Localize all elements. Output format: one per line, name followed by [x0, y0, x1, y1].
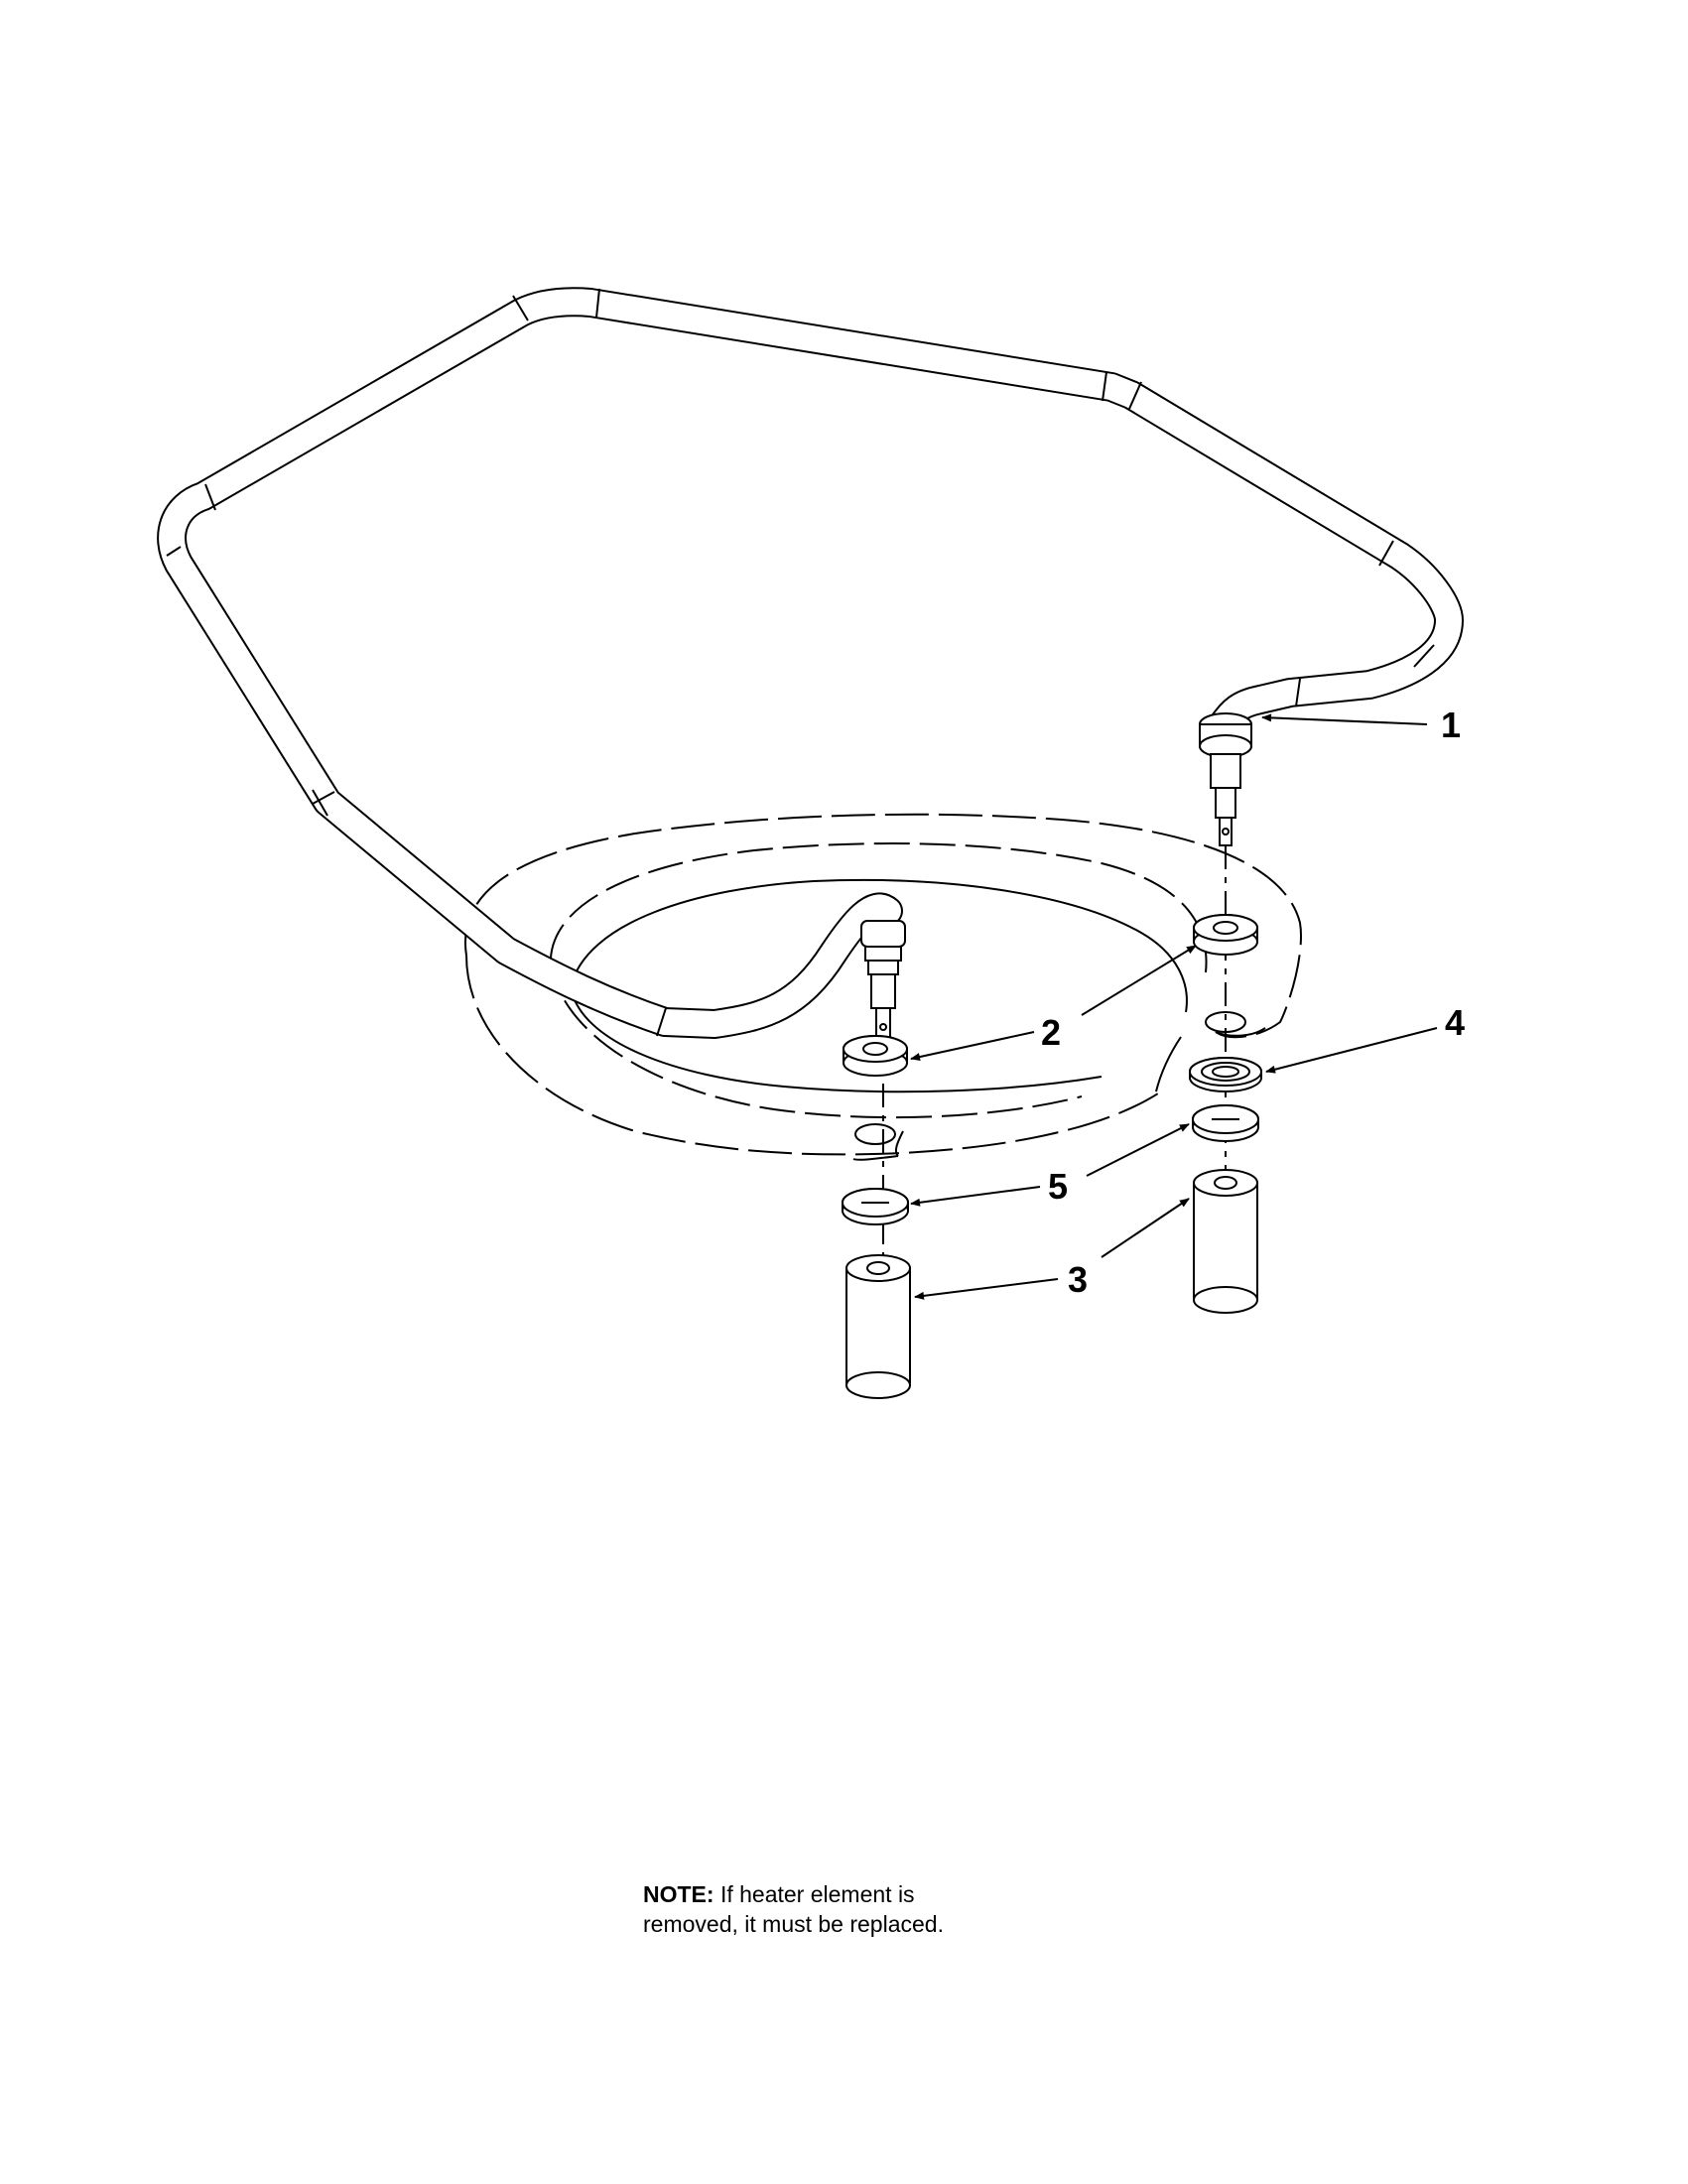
callout-3: 3	[1068, 1259, 1088, 1300]
leader-5b	[910, 1186, 1041, 1207]
callout-1: 1	[1441, 705, 1461, 745]
heater-terminal-right	[1199, 712, 1252, 846]
assembly-centerlines	[882, 845, 1227, 1275]
tub-floor-phantom	[463, 813, 1302, 1161]
leader-3a	[1101, 1198, 1190, 1258]
note-line-2: removed, it must be replaced.	[643, 1911, 944, 1937]
leader-3b	[914, 1278, 1059, 1300]
heater-element-tube	[157, 287, 1464, 1039]
callout-labels: 1 2 3 4 5	[1041, 705, 1465, 1300]
callout-4: 4	[1445, 1002, 1465, 1043]
note-heading: NOTE:	[643, 1881, 714, 1907]
right-part-stack	[1189, 914, 1262, 1314]
heater-terminal-left	[860, 920, 906, 1039]
note-line-1: If heater element is	[719, 1881, 915, 1907]
left-part-stack	[842, 1035, 911, 1399]
leader-1	[1261, 713, 1428, 725]
replacement-note: NOTE: If heater element is removed, it m…	[643, 1879, 944, 1939]
callout-2: 2	[1041, 1012, 1061, 1053]
leader-5a	[1086, 1123, 1190, 1177]
leader-2a	[1081, 945, 1197, 1016]
leader-4	[1265, 1027, 1438, 1074]
callout-5: 5	[1048, 1166, 1068, 1207]
leader-lines	[910, 713, 1438, 1300]
leader-2b	[910, 1031, 1035, 1061]
